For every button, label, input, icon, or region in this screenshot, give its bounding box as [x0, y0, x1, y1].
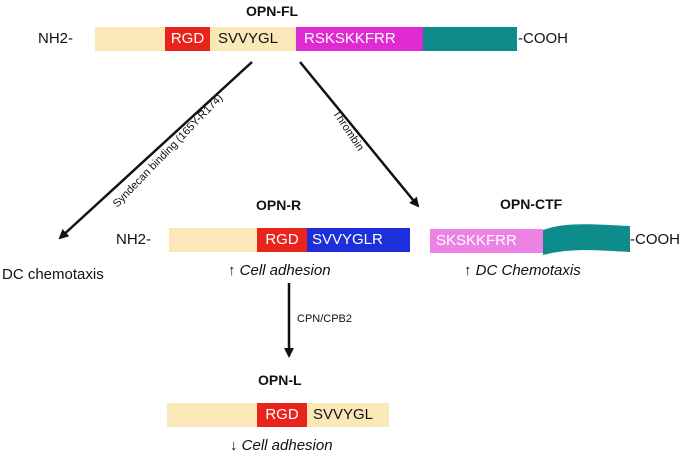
- opn-r-title: OPN-R: [256, 197, 302, 213]
- opn-ctf-sks: SKSKKFRR: [430, 229, 543, 253]
- opn-fl-teal-segment: [423, 27, 517, 51]
- opn-l-title: OPN-L: [258, 372, 302, 388]
- ctf-wavy-tail: [543, 224, 630, 255]
- opn-r-n-terminus: NH2-: [116, 231, 152, 248]
- opn-fl-n-terminus: NH2-: [38, 30, 74, 47]
- opn-fl-c-terminus: -COOH: [518, 30, 568, 47]
- dc-chemotaxis-label: DC chemotaxis: [2, 266, 104, 283]
- opn-r-caption: ↑ Cell adhesion: [228, 262, 331, 279]
- opn-fl-rsk: RSKSKKFRR: [296, 27, 423, 51]
- opn-r-svvyglr: SVVYGLR: [307, 228, 410, 252]
- syndecan-arrow: [58, 61, 253, 240]
- opn-fl-beige-segment: [95, 27, 165, 51]
- thrombin-arrow: [299, 61, 420, 208]
- opn-l-rgd: RGD: [257, 403, 307, 427]
- opn-r-rgd: RGD: [257, 228, 307, 252]
- opn-fl-svvygl: SVVYGL: [210, 27, 296, 51]
- opn-ctf-caption: ↑ DC Chemotaxis: [464, 262, 581, 279]
- opn-ctf-title: OPN-CTF: [500, 196, 563, 212]
- opn-fl-rgd: RGD: [165, 27, 210, 51]
- opn-l-svvygl: SVVYGL: [307, 403, 389, 427]
- opn-ctf-c-terminus: -COOH: [630, 231, 680, 248]
- cpn-cpb2-label: CPN/CPB2: [297, 313, 353, 325]
- opn-l-beige-segment: [167, 403, 257, 427]
- opn-fl-title: OPN-FL: [246, 3, 299, 19]
- opn-l-caption: ↓ Cell adhesion: [230, 437, 333, 454]
- opn-r-beige-segment: [169, 228, 257, 252]
